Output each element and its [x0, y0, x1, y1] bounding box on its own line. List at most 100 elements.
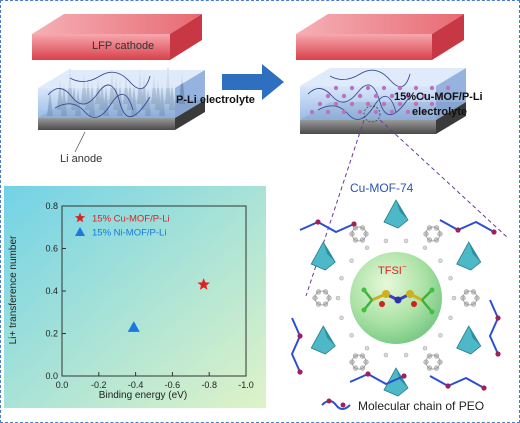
legend-marker-triangle: [75, 227, 85, 236]
mof-particle: [413, 85, 419, 91]
framework-atom: [339, 315, 344, 320]
mof-particle: [389, 93, 395, 99]
mof-particle: [437, 93, 443, 99]
y-axis-title: Li+ transference number: [8, 235, 19, 344]
mof-particle: [357, 109, 363, 115]
framework-atom: [335, 295, 341, 301]
framework-atom: [438, 333, 443, 338]
mof-particle: [333, 85, 339, 91]
x-axis-title: Binding energy (eV): [99, 390, 187, 401]
right-electrolyte-label-line2: electrolyte: [412, 106, 467, 118]
mof-particle: [349, 85, 355, 91]
peo-chain: [291, 317, 303, 375]
peo-chain: [429, 375, 487, 391]
x-tick-label: -0.8: [201, 380, 217, 390]
mof-illustration: Cu-MOF-74 TFSI− M: [291, 181, 501, 413]
x-tick-label: -1.0: [238, 380, 254, 390]
framework-atom: [383, 352, 389, 358]
y-tick-label: 0.0: [45, 371, 58, 381]
lfp-cathode: [32, 14, 202, 60]
x-tick-label: -0.2: [91, 380, 107, 390]
x-tick-label: 0.0: [56, 380, 69, 390]
organic-linker: [312, 289, 332, 307]
chart-background: [4, 186, 266, 408]
mof-particle: [357, 93, 363, 99]
organic-linker: [423, 225, 443, 243]
framework-atom: [403, 238, 409, 244]
organic-linker: [349, 225, 369, 243]
framework-atom: [438, 258, 443, 263]
mof-particle: [413, 101, 419, 107]
mof-particle: [309, 109, 315, 115]
mof-particle: [365, 85, 371, 91]
framework-atom: [403, 352, 409, 358]
framework-atom: [448, 315, 453, 320]
composite-electrolyte: [300, 68, 466, 120]
mof-particle: [389, 109, 395, 115]
mof-particle: [373, 109, 379, 115]
peo-chain: [489, 299, 501, 357]
x-tick-label: -0.4: [128, 380, 144, 390]
chart-marks: [127, 278, 210, 332]
cu-polyhedron: [383, 199, 409, 229]
mof-particle: [405, 109, 411, 115]
p-li-electrolyte: [38, 70, 205, 118]
battery-left: LFP cathode P-Li electrolyte Li anode: [32, 14, 255, 165]
legend-marker-star: [74, 212, 86, 223]
cu-polyhedron: [383, 367, 409, 397]
y-tick-label: 0.4: [45, 286, 58, 296]
framework-atom: [448, 276, 453, 281]
mof-particle: [317, 101, 323, 107]
chart-legend: 15% Cu-MOF/P-Li 15% Ni-MOF/P-Li: [74, 212, 170, 239]
mof-particle: [421, 109, 427, 115]
organic-linker: [349, 353, 369, 371]
framework-atom: [422, 346, 428, 351]
mof-particle: [381, 85, 387, 91]
mof-particle: [405, 93, 411, 99]
framework-atom: [364, 245, 370, 251]
framework-atom: [451, 295, 457, 301]
mof-particle: [429, 101, 435, 107]
mof-particle: [397, 85, 403, 91]
cu-polyhedron: [310, 325, 336, 355]
framework-atom: [364, 346, 370, 351]
zoom-circle: [363, 105, 381, 123]
mof-particle: [381, 101, 387, 107]
organic-linker: [423, 353, 443, 371]
transition-arrow: [222, 64, 284, 100]
legend-label: 15% Cu-MOF/P-Li: [92, 214, 170, 225]
framework-atom: [383, 238, 389, 244]
anode-pointer: [74, 131, 86, 153]
y-tick-label: 0.8: [45, 201, 58, 211]
zoom-line-right: [379, 119, 509, 239]
peo-chain: [299, 219, 357, 233]
tfsi-molecule: [361, 287, 435, 315]
framework-atom: [339, 276, 344, 281]
peo-label: Molecular chain of PEO: [358, 399, 484, 413]
framework-atom: [422, 245, 428, 251]
mof-particle: [365, 101, 371, 107]
mof-particle: [397, 101, 403, 107]
cu-polyhedron: [456, 241, 482, 271]
mof-title: Cu-MOF-74: [350, 181, 414, 195]
mof-particle: [325, 109, 331, 115]
data-point-triangle: [127, 321, 140, 332]
zoom-line-left: [305, 119, 365, 297]
legend-label: 15% Ni-MOF/P-Li: [92, 228, 166, 239]
mof-particle: [421, 93, 427, 99]
lfp-cathode-right: [296, 14, 464, 60]
chart-axes: 0.0-0.2-0.4-0.6-0.8-1.00.00.20.40.60.8: [45, 201, 253, 390]
cu-polyhedron: [456, 325, 482, 355]
peo-chains: [291, 219, 501, 391]
y-tick-label: 0.6: [45, 244, 58, 254]
tfsi-label: TFSI−: [378, 262, 407, 277]
organic-linker: [460, 289, 480, 307]
framework-atom: [349, 333, 354, 338]
mof-particles: [309, 85, 451, 115]
mof-particle: [325, 93, 331, 99]
mof-particle: [373, 93, 379, 99]
mof-particle: [341, 93, 347, 99]
mof-framework: [310, 199, 482, 397]
data-point-star: [197, 278, 210, 290]
mof-particle: [341, 109, 347, 115]
